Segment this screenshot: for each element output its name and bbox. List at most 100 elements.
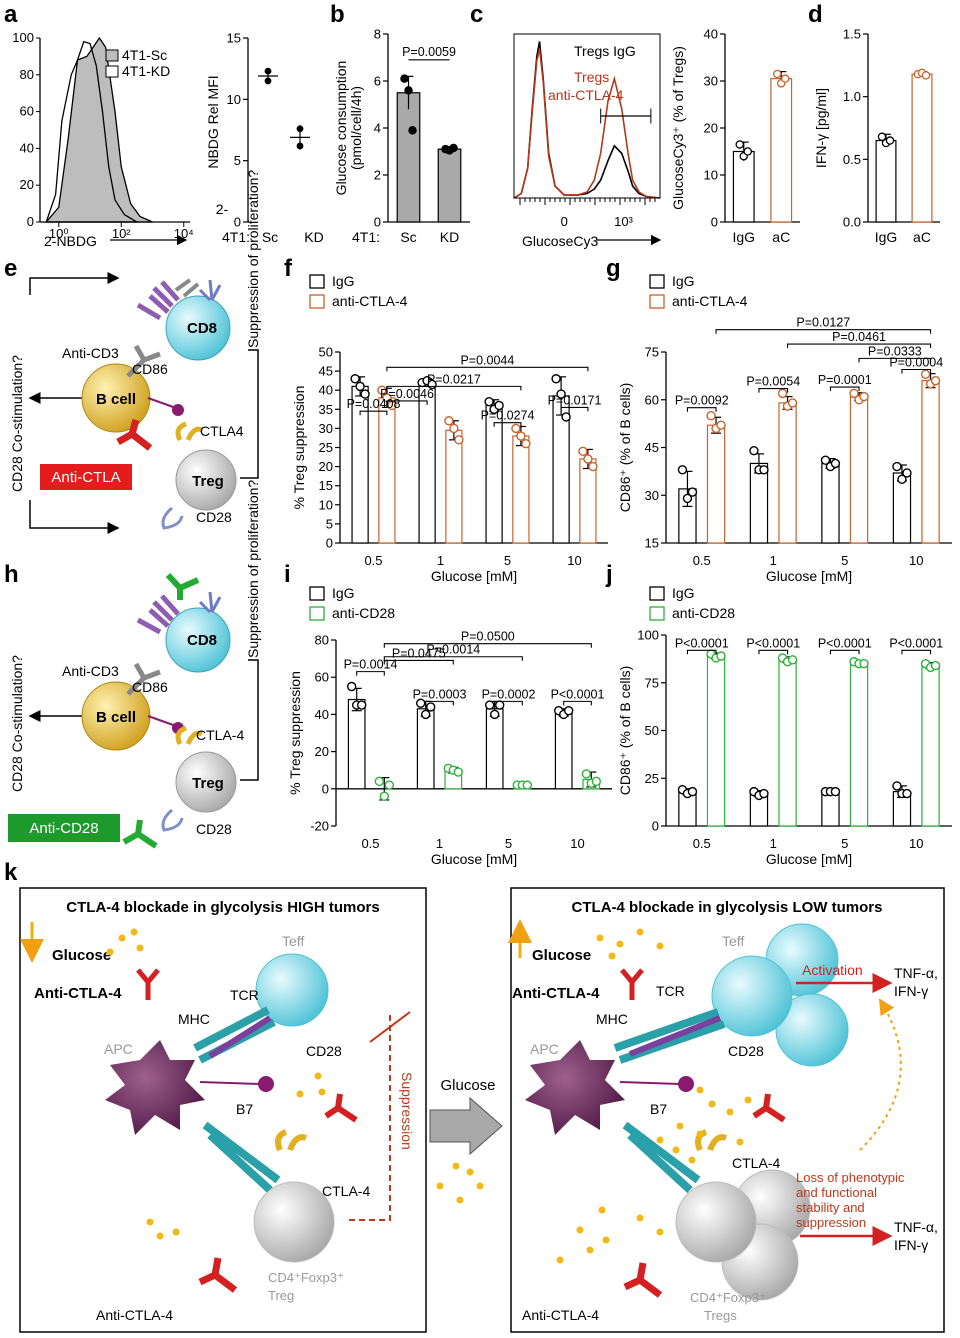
y-tick-label: 0 xyxy=(27,214,34,229)
y-tick-label: 45 xyxy=(645,440,659,455)
x-axis-label: 2-NBDG xyxy=(44,233,97,249)
bar xyxy=(778,659,797,827)
y-tick-label: 25 xyxy=(645,771,659,786)
glucose-dot xyxy=(596,934,604,942)
panel-label-h: h xyxy=(4,561,19,588)
left-mhc-treg-complex xyxy=(202,1121,281,1193)
pvalue-label: P=0.0274 xyxy=(481,409,535,423)
pvalue-label: P=0.0127 xyxy=(796,316,850,330)
data-point xyxy=(735,140,745,149)
glucose-dot xyxy=(736,1138,744,1146)
data-point xyxy=(892,781,902,791)
left-teff-label: Teff xyxy=(282,933,304,949)
panel-label-g: g xyxy=(606,255,621,282)
pvalue-bracket xyxy=(901,649,932,655)
suppression-bracket-h xyxy=(240,659,259,781)
glucose-dot xyxy=(130,928,138,936)
left-antibody-icon-3 xyxy=(198,1257,238,1293)
data-point xyxy=(930,660,941,671)
pvalue-bracket xyxy=(386,385,522,391)
cd28-label: CD28 xyxy=(196,509,232,525)
data-point xyxy=(749,445,759,456)
pvalue-label: P=0.0004 xyxy=(889,356,943,370)
y-axis-label: CD86⁺ (% of B cells) xyxy=(617,383,633,513)
y-tick-label: 100 xyxy=(637,628,659,643)
bar xyxy=(579,458,597,544)
pvalue-bracket xyxy=(686,649,717,655)
left-antibody-icon-2 xyxy=(324,1093,358,1123)
data-point xyxy=(682,493,693,504)
y-tick-label: 40 xyxy=(319,383,333,398)
glucose-dot xyxy=(314,1072,322,1080)
y-tick-label: 60 xyxy=(645,392,659,407)
cd8-label: CD8 xyxy=(187,320,217,337)
glucose-dot xyxy=(466,1168,474,1176)
left-b7-icon xyxy=(258,1076,274,1092)
act-cytokine-2: IFN-γ xyxy=(894,983,928,999)
pvalue-bracket xyxy=(383,659,454,665)
pvalue-bracket xyxy=(386,366,589,372)
x-tick-label: 10 xyxy=(567,553,581,568)
bcell-label-h: B cell xyxy=(96,709,136,726)
x-tick-label: 0.5 xyxy=(693,836,711,851)
cd28-label-h: CD28 xyxy=(196,821,232,837)
legend-swatch xyxy=(309,294,325,309)
pvalue-label: P=0.0461 xyxy=(832,330,886,344)
legend-label: 4T1-Sc xyxy=(122,47,167,63)
pvalue-label: P=0.0092 xyxy=(675,394,729,408)
pvalue-bracket xyxy=(901,368,932,374)
legend-swatch xyxy=(309,274,325,289)
glucose-dot xyxy=(726,1108,734,1116)
data-point xyxy=(449,423,459,434)
x-tick-label: 5 xyxy=(505,836,512,851)
y-tick-label: 30 xyxy=(319,421,333,436)
y-tick-label: 60 xyxy=(20,104,34,119)
data-point xyxy=(400,74,409,83)
y-tick-label: 80 xyxy=(20,67,34,82)
data-point xyxy=(360,389,370,399)
glucose-dot xyxy=(656,1228,664,1236)
data-point xyxy=(892,461,902,472)
bar xyxy=(416,708,435,790)
pvalue-label: P=0.0001 xyxy=(818,373,872,387)
legend-swatch xyxy=(309,606,325,621)
data-point xyxy=(787,398,798,408)
glucose-dot xyxy=(136,944,144,952)
legend-label: IgG xyxy=(672,585,695,601)
data-point xyxy=(521,438,531,449)
bar xyxy=(437,148,462,223)
y-tick-label: 75 xyxy=(645,345,659,360)
costim-arrow-top xyxy=(29,272,120,295)
data-point xyxy=(421,709,431,720)
pvalue-label: P=0.0500 xyxy=(461,630,515,644)
pvalue-bracket xyxy=(686,407,717,412)
y-tick-label: 50 xyxy=(319,345,333,360)
data-point xyxy=(781,74,790,83)
left-suppression-label: Suppression xyxy=(399,1072,415,1150)
anti-cd3-label: Anti-CD3 xyxy=(62,345,119,361)
glucose-dot xyxy=(608,952,616,960)
cd86-stalk xyxy=(147,397,177,409)
bar xyxy=(378,397,396,544)
bar xyxy=(921,664,940,827)
glucose-dot xyxy=(672,1146,680,1154)
data-point xyxy=(591,776,601,787)
right-antibody-icon-3 xyxy=(623,1262,663,1298)
pvalue-label: P=0.0333 xyxy=(868,344,922,358)
left-treg-cell xyxy=(253,1181,335,1263)
y-tick-label: -20 xyxy=(310,819,329,834)
x-tick-label: 0 xyxy=(561,214,568,229)
data-point xyxy=(902,788,912,799)
y-axis-label: NBDG Rel MFI xyxy=(205,75,221,168)
y-tick-label: 20 xyxy=(315,744,329,759)
right-b7-stalk xyxy=(619,1081,681,1085)
x-axis-label: Glucose [mM] xyxy=(766,851,852,867)
right-teff-cell xyxy=(711,955,793,1037)
right-antibody-icon-2 xyxy=(752,1093,786,1123)
right-treg-cell xyxy=(675,1181,757,1263)
glucose-dot xyxy=(476,1182,484,1190)
anti-cd3-label-h: Anti-CD3 xyxy=(62,663,119,679)
pvalue-bracket xyxy=(386,400,428,405)
